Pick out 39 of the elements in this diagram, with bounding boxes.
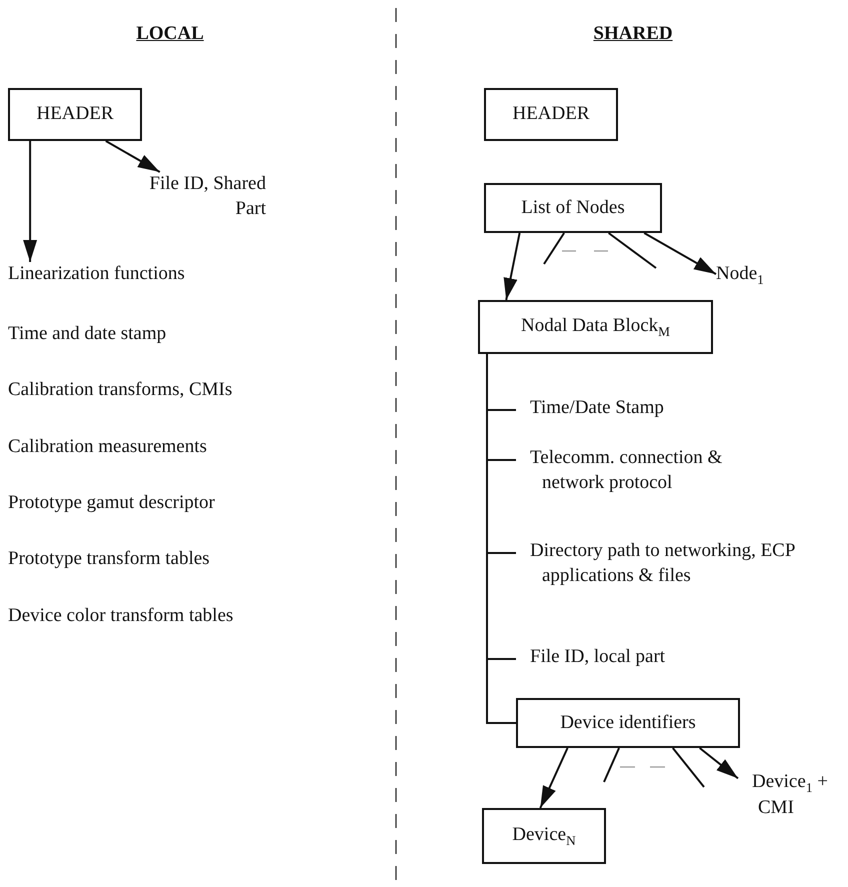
item-text: File ID, Shared Part — [148, 172, 266, 221]
process-box — [8, 88, 142, 141]
item-text: Directory path to networking, ECP applications & files — [529, 539, 796, 588]
item-text: Telecomm. connection & network protocol — [529, 446, 724, 495]
item-text: Linearization functions — [8, 262, 186, 286]
process-box — [516, 698, 740, 748]
connector-line — [608, 232, 657, 269]
connector-line — [603, 748, 620, 782]
box-label: HEADER — [36, 102, 114, 126]
column-heading: LOCAL — [136, 22, 204, 46]
arrow — [539, 748, 568, 808]
connector-line — [672, 747, 705, 788]
item-text: Node$_{1}$ — [716, 262, 765, 288]
column-heading: SHARED — [593, 22, 673, 46]
arrow — [105, 140, 160, 173]
box-label: Device identifiers — [560, 710, 696, 735]
box-label: Device$_{N}$ — [512, 822, 576, 850]
box-label: Nodal Data Block$_{M}$ — [520, 314, 670, 340]
arrow — [644, 232, 716, 276]
arrow — [699, 747, 739, 780]
connector-line — [486, 354, 516, 724]
arrow — [23, 141, 38, 262]
item-text: File ID, local part — [529, 645, 666, 669]
list-item: Calibration measurements — [8, 435, 207, 459]
list-item: Time and date stamp — [8, 322, 166, 346]
process-box — [482, 808, 606, 864]
process-box — [484, 183, 662, 233]
list-item: Calibration transforms, CMIs — [8, 378, 232, 402]
connector-line — [543, 232, 565, 265]
process-box — [478, 300, 713, 354]
list-item: Prototype gamut descriptor — [8, 491, 215, 515]
list-item: Prototype transform tables — [8, 547, 210, 571]
box-label: List of Nodes — [521, 196, 625, 220]
process-box — [484, 88, 618, 141]
list-item: Device color transform tables — [8, 604, 234, 628]
item-text: Time/Date Stamp — [529, 396, 665, 420]
item-text: Device$_{1}$ + CMI — [751, 770, 828, 820]
box-label: HEADER — [512, 102, 590, 126]
arrow — [504, 232, 521, 300]
